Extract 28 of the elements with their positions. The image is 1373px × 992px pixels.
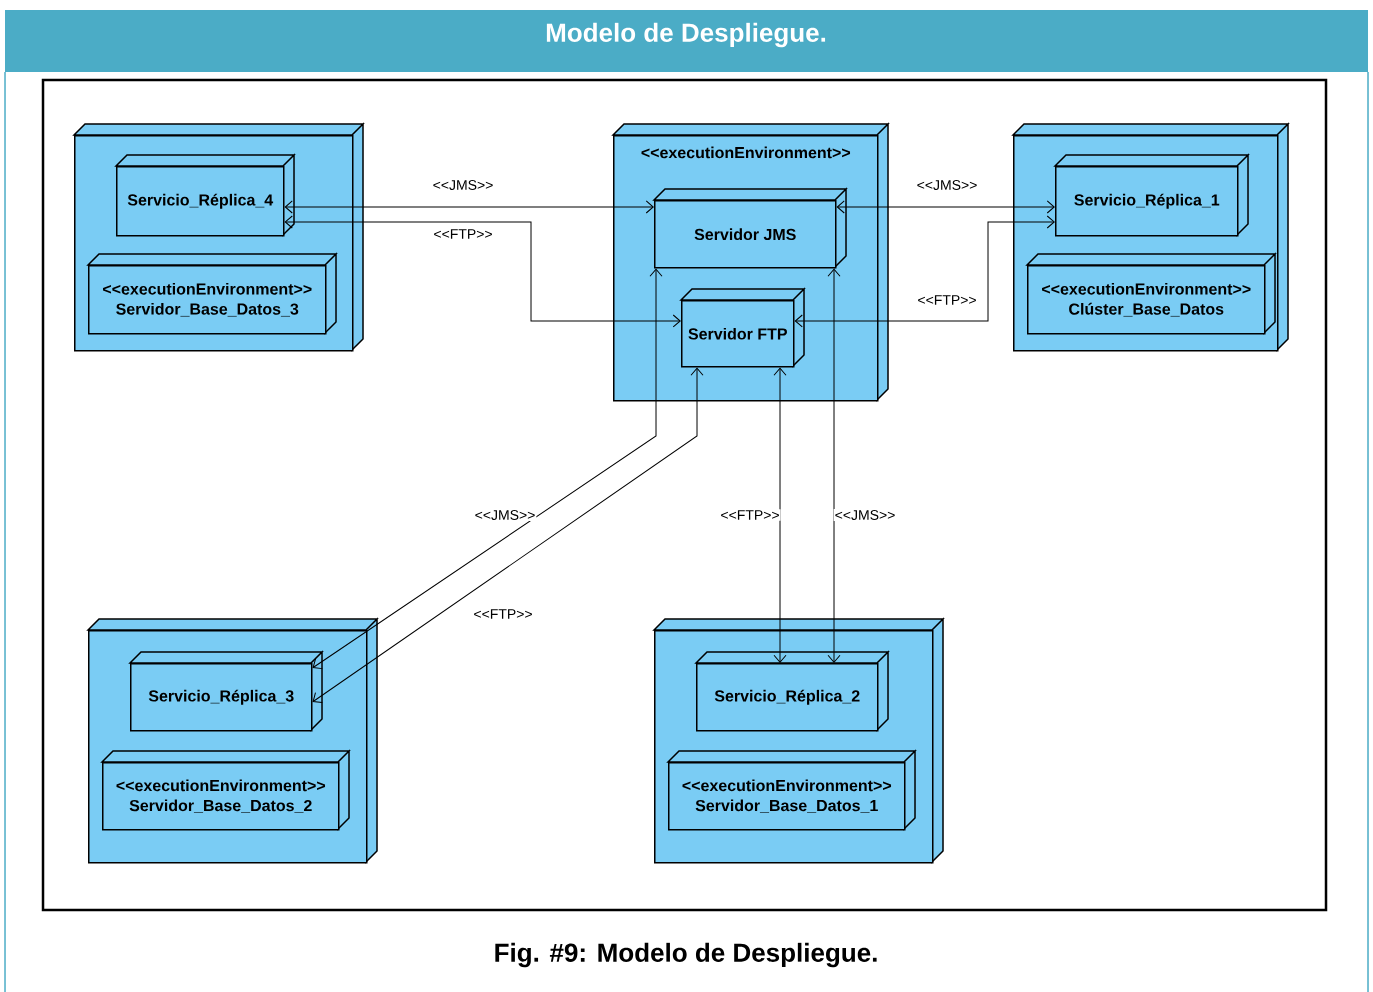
component-box: Servidor FTP (680, 287, 806, 368)
connector-arrow (284, 215, 681, 328)
component-box: Servidor JMS (653, 187, 848, 269)
edge-label: <<JMS>> (433, 180, 493, 190)
component-box: <<executionEnvironment>> Servidor_Base_Datos_1 (667, 749, 917, 831)
connector-arrow (773, 367, 787, 663)
component-box: <<executionEnvironment>> Servidor_Base_Datos_2 (101, 749, 351, 831)
component-box: Servicio_Réplica_2 (695, 650, 890, 732)
title-bar: Modelo de Despliegue. (5, 10, 1368, 72)
edge-label: <<FTP>> (918, 295, 976, 305)
caption: Fig. #9: Modelo de Despliegue. (495, 942, 877, 968)
edge-label: <<JMS>> (835, 510, 895, 520)
edge-label: <<JMS>> (917, 180, 977, 190)
component-box: Servicio_Réplica_3 (129, 650, 324, 732)
component-box: <<executionEnvironment>> Servidor_Base_Datos_3 (87, 252, 338, 335)
component-box: Servicio_Réplica_4 (115, 153, 296, 237)
connector-arrow (836, 200, 1055, 214)
connector-arrow (284, 200, 654, 214)
connector-arrow (312, 268, 663, 670)
edge-label: <<FTP>> (721, 510, 779, 520)
component-box: <<executionEnvironment>> Clúster_Base_Datos (1026, 252, 1277, 335)
edge-label: <<FTP>> (434, 229, 492, 239)
connector-arrow (794, 215, 1055, 328)
edge-label: <<FTP>> (474, 609, 532, 619)
component-box: Servicio_Réplica_1 (1054, 153, 1250, 237)
edge-label: <<JMS>> (475, 510, 535, 520)
connector-arrow (312, 367, 704, 703)
connector-arrow (827, 268, 841, 663)
